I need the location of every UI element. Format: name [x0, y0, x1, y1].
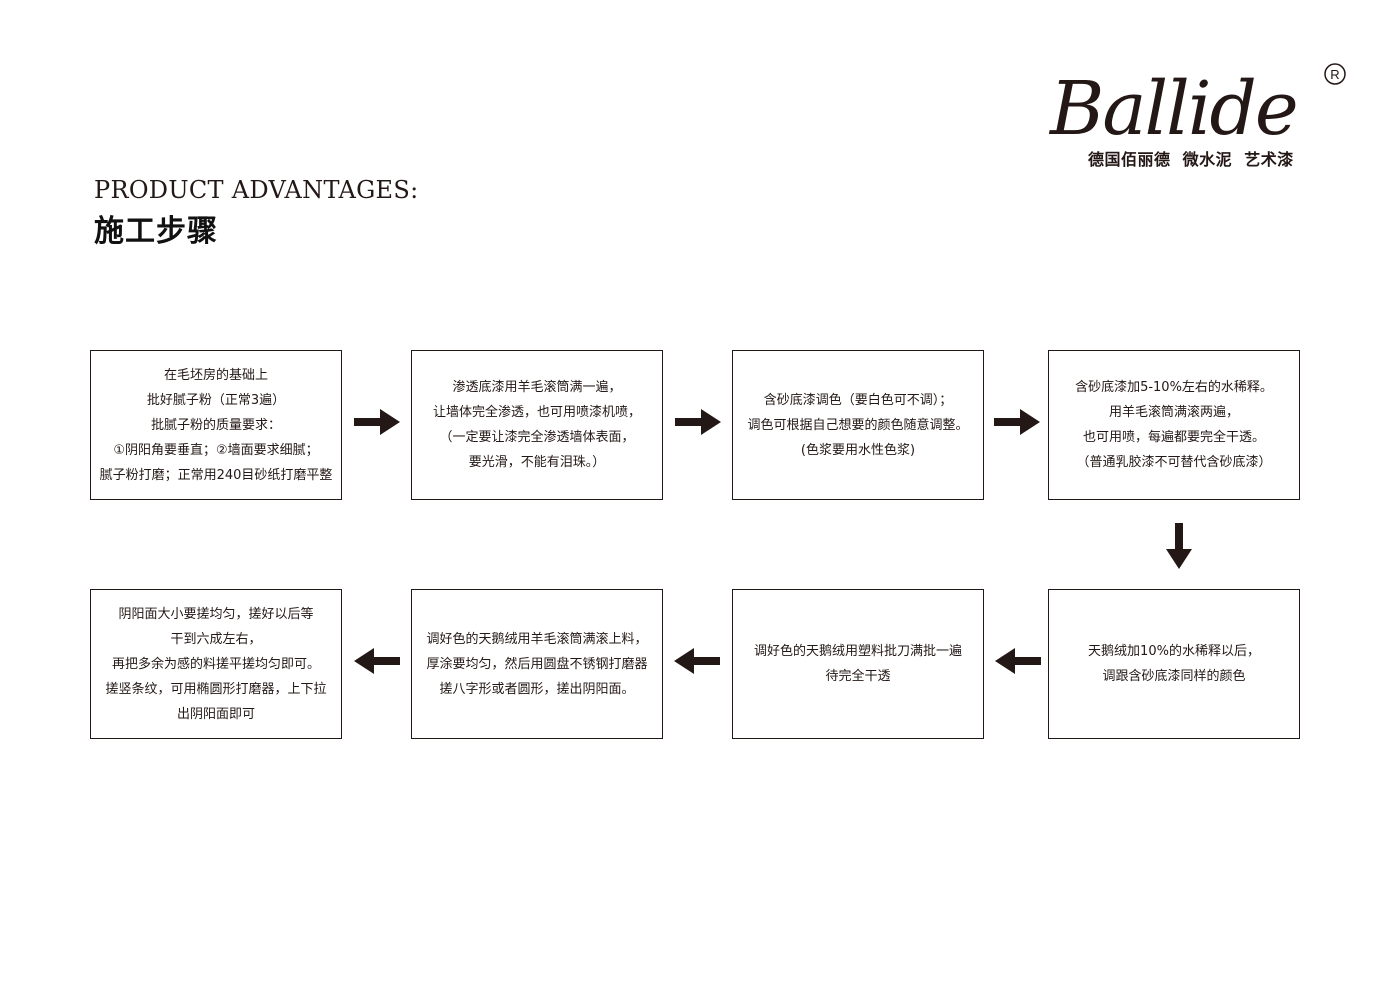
- step-text-line: 用羊毛滚筒满滚两遍，: [1108, 405, 1239, 420]
- step-text-line: 再把多余为感的料搓平搓均匀即可。: [111, 656, 320, 672]
- step-text-line: 含砂底漆调色（要白色可不调）；: [763, 392, 953, 408]
- step-text-line: 出阴阳面即可: [176, 706, 255, 722]
- step-text-line: 厚涂要均匀，然后用圆盘不锈钢打磨器: [426, 656, 648, 672]
- step-text-line: 调色可根据自己想要的颜色随意调整。: [747, 417, 969, 433]
- step-box-3: 含砂底漆调色（要白色可不调）； 调色可根据自己想要的颜色随意调整。 (色浆要用水…: [732, 350, 984, 500]
- step-box-6: 调好色的天鹅绒用塑料批刀满批一遍 待完全干透: [732, 589, 984, 739]
- step-text-line: 批腻子粉的质量要求：: [150, 417, 281, 433]
- arrow-down-icon: [1166, 523, 1192, 569]
- step-text-line: 调好色的天鹅绒用塑料批刀满批一遍: [753, 644, 962, 659]
- step-text-line: 在毛坯房的基础上: [163, 367, 268, 383]
- registered-mark-letter: R: [1330, 67, 1339, 82]
- step-text-line: 待完全干透: [825, 669, 891, 684]
- step-text-line: 含砂底漆加5-10%左右的水稀释。: [1075, 380, 1273, 395]
- logo-tagline: 德国佰丽德 微水泥 艺术漆: [1088, 150, 1294, 169]
- step-text-line: ①阴阳角要垂直；②墙面要求细腻；: [113, 442, 319, 458]
- step-box-2: 渗透底漆用羊毛滚筒满一遍， 让墙体完全渗透，也可用喷漆机喷， （一定要让漆完全渗…: [411, 350, 663, 500]
- arrow-right-icon: [354, 409, 400, 435]
- step-text-line: 要光滑，不能有泪珠。）: [468, 455, 606, 470]
- arrow-right-icon: [675, 409, 721, 435]
- heading-chinese: 施工步骤: [94, 214, 218, 249]
- step-box-1: 在毛坯房的基础上 批好腻子粉（正常3遍） 批腻子粉的质量要求： ①阴阳角要垂直；…: [90, 350, 342, 500]
- ballide-wordmark-logo: Ballide R: [1048, 63, 1346, 148]
- registered-mark-icon: [1324, 63, 1346, 85]
- step-text-line: 阴阳面大小要搓均匀，搓好以后等: [118, 606, 314, 622]
- step-text-line: 腻子粉打磨；正常用240目砂纸打磨平整: [99, 467, 333, 483]
- step-text-line: 也可用喷，每遍都要完全干透。: [1082, 430, 1265, 445]
- step-text-line: 让墙体完全渗透，也可用喷漆机喷，: [432, 405, 641, 420]
- brand-logo: Ballide R 德国佰丽德 微水泥 艺术漆: [1040, 58, 1360, 173]
- step-text-line: 批好腻子粉（正常3遍）: [146, 392, 286, 408]
- step-text-line: 渗透底漆用羊毛滚筒满一遍，: [452, 380, 622, 395]
- step-text-line: 调好色的天鹅绒用羊毛滚筒满滚上料，: [426, 631, 648, 647]
- step-box-7: 调好色的天鹅绒用羊毛滚筒满滚上料， 厚涂要均匀，然后用圆盘不锈钢打磨器 搓八字形…: [411, 589, 663, 739]
- arrow-left-icon: [354, 648, 400, 674]
- step-box-8: 阴阳面大小要搓均匀，搓好以后等 干到六成左右， 再把多余为感的料搓平搓均匀即可。…: [90, 589, 342, 739]
- logo-wordmark: Ballide: [1048, 66, 1297, 148]
- step-box-4: 含砂底漆加5-10%左右的水稀释。 用羊毛滚筒满滚两遍， 也可用喷，每遍都要完全…: [1048, 350, 1300, 500]
- step-text-line: （普通乳胶漆不可替代含砂底漆）: [1076, 455, 1272, 470]
- step-text-line: 调跟含砂底漆同样的颜色: [1102, 669, 1246, 684]
- arrow-left-icon: [674, 648, 720, 674]
- step-text-line: （一定要让漆完全渗透墙体表面，: [439, 430, 635, 445]
- heading-english: PRODUCT ADVANTAGES:: [94, 176, 419, 204]
- step-text-line: 天鹅绒加10%的水稀释以后，: [1088, 644, 1260, 659]
- arrow-right-icon: [994, 409, 1040, 435]
- step-text-line: (色浆要用水性色浆): [800, 442, 916, 458]
- arrow-left-icon: [995, 648, 1041, 674]
- step-text-line: 搓竖条纹，可用椭圆形打磨器，上下拉: [105, 681, 327, 697]
- step-text-line: 干到六成左右，: [170, 631, 262, 647]
- step-box-5: 天鹅绒加10%的水稀释以后， 调跟含砂底漆同样的颜色: [1048, 589, 1300, 739]
- step-text-line: 搓八字形或者圆形，搓出阴阳面。: [439, 681, 635, 697]
